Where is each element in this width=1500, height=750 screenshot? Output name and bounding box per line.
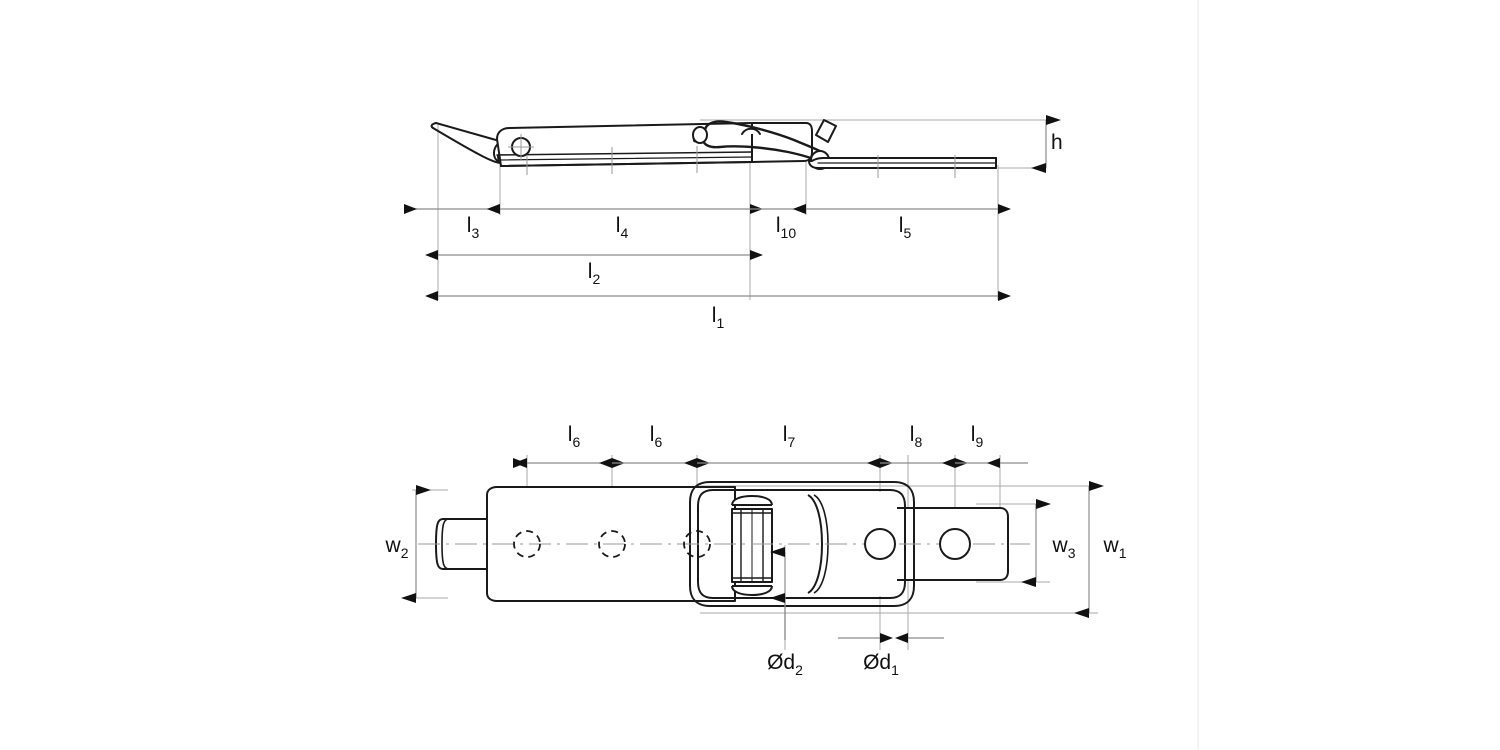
dimension-w3: w3 <box>1021 499 1076 587</box>
dim-label-l8: l8 <box>910 423 923 450</box>
latch-body-side-profile <box>430 119 997 170</box>
dim-label-w1: w1 <box>1103 534 1127 561</box>
dim-label-l7: l7 <box>783 423 796 450</box>
dimension-w2: w2 <box>385 485 431 603</box>
dimension-l2: l2 <box>425 250 763 287</box>
dim-label-l4: l4 <box>616 214 629 241</box>
dimension-diameter-d1: Ød1 <box>838 633 944 678</box>
dimension-diameter-d2: Ød2 <box>767 547 803 678</box>
dim-label-l5: l5 <box>899 214 912 241</box>
dim-label-d2: Ød2 <box>767 651 803 678</box>
dim-label-l1: l1 <box>712 304 725 331</box>
dimension-h: h <box>1031 115 1063 173</box>
dim-label-l9: l9 <box>971 423 984 450</box>
dim-label-l3: l3 <box>467 214 480 241</box>
dim-label-w2: w2 <box>385 534 409 561</box>
side-view-pivot-hole <box>508 134 534 160</box>
dimension-l1: l1 <box>425 291 1011 331</box>
dim-label-l10: l10 <box>776 214 796 241</box>
dim-label-h: h <box>1051 131 1063 154</box>
plan-view-hidden-holes <box>513 530 711 558</box>
dimension-w1: w1 <box>1074 481 1127 618</box>
dimension-chain-plan-labels: l6 l6 l7 l8 l9 <box>568 423 984 450</box>
dim-label-d1: Ød1 <box>863 651 899 678</box>
dimension-chain-side-row1-labels: l3 l4 l10 l5 <box>467 214 912 241</box>
dim-label-l2: l2 <box>588 260 601 287</box>
plan-top-view: l6 l6 l7 l8 l9 w2 <box>385 423 1127 678</box>
dim-label-l6-b: l6 <box>650 423 663 450</box>
dim-label-l6-a: l6 <box>568 423 581 450</box>
side-elevation-view: h l3 l4 l10 <box>404 115 1063 331</box>
plan-view-visible-holes <box>864 528 971 560</box>
dim-label-w3: w3 <box>1052 534 1076 561</box>
